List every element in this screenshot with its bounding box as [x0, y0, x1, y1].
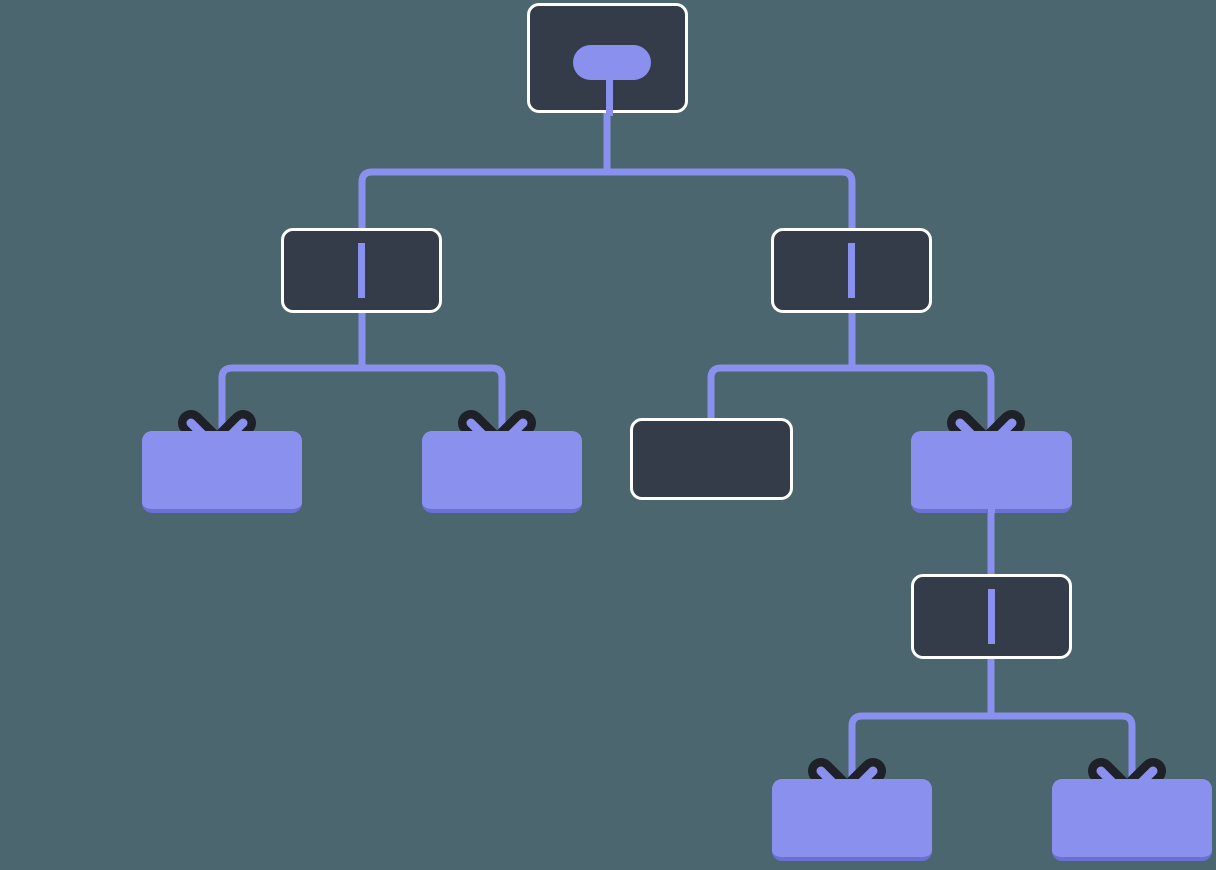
leaf-node-2[interactable] [422, 431, 582, 513]
edge-deep-branch-to-leaf-4 [991, 712, 1136, 779]
edge-deep-branch-to-leaf-3 [848, 648, 995, 779]
leaf-node-4[interactable] [1052, 779, 1212, 861]
line-through-parent-accent [988, 431, 995, 513]
root-node[interactable] [527, 3, 688, 116]
edge-left-branch-to-leaf-2 [362, 364, 506, 431]
line-through-branch-left [358, 243, 365, 298]
root-node-stem [606, 72, 613, 116]
edge-right-branch-to-empty-node [707, 300, 856, 418]
edge-right-branch-to-parent-accent [852, 364, 995, 431]
empty-node[interactable] [630, 418, 793, 500]
leaf-node-1[interactable] [142, 431, 302, 513]
edge-left-branch-to-leaf-1 [218, 300, 366, 431]
line-through-branch-deep [988, 589, 995, 644]
leaf-node-3[interactable] [772, 779, 932, 861]
line-through-branch-right [848, 243, 855, 298]
